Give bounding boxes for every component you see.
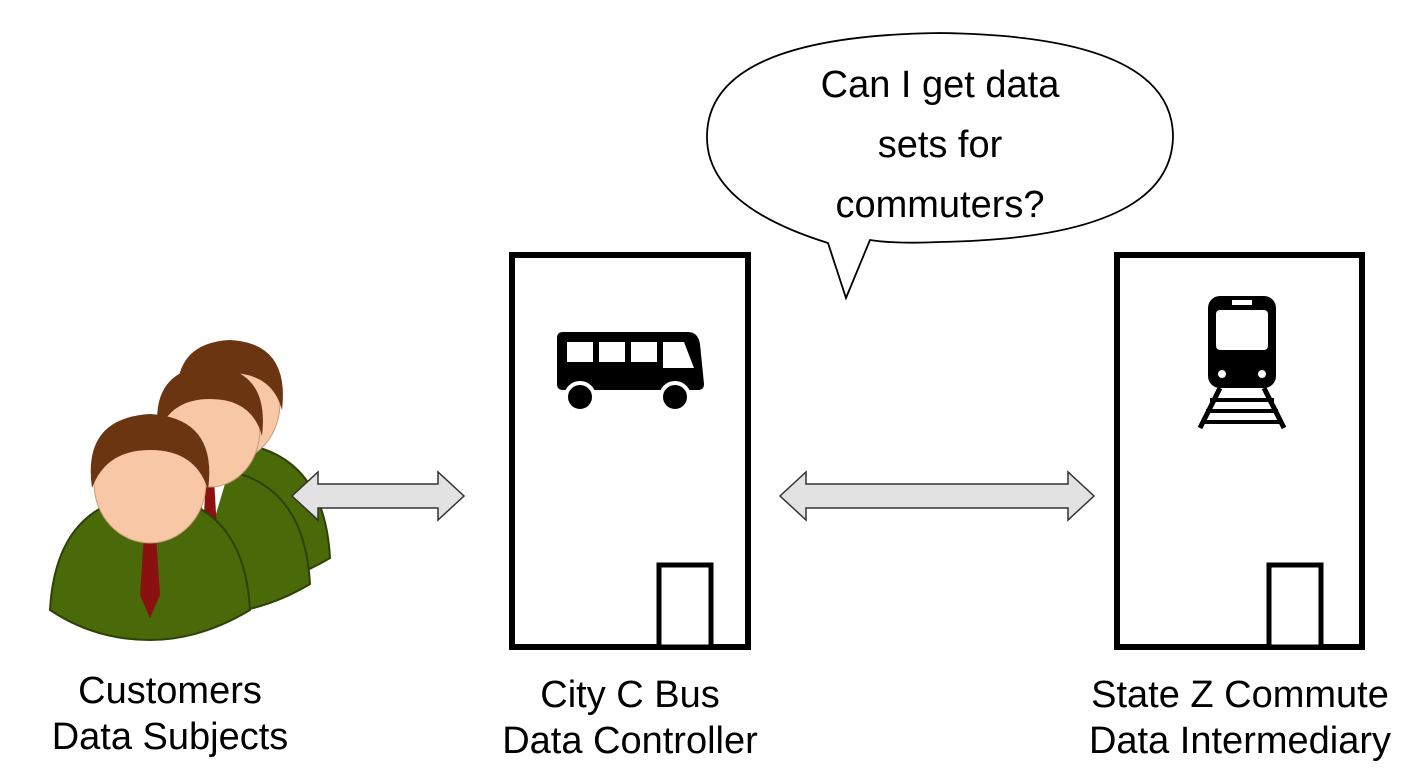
speech-line-3: commuters? — [835, 184, 1045, 226]
state-commute-name: State Z Commute — [1091, 674, 1389, 716]
city-bus-role: Data Controller — [502, 720, 758, 762]
train-icon — [1197, 296, 1287, 430]
city-bus-building — [509, 252, 751, 650]
arrow-bus-state — [778, 470, 1096, 522]
speech-bubble — [706, 32, 1174, 301]
bus-icon — [557, 332, 704, 413]
state-commute-role: Data Intermediary — [1088, 720, 1391, 762]
state-commute-label: State Z Commute Data Intermediary — [1060, 672, 1420, 764]
arrow-customers-bus — [290, 470, 466, 522]
speech-line-1: Can I get data — [820, 64, 1060, 106]
speech-bubble-text: Can I get data sets for commuters? — [750, 55, 1130, 235]
city-bus-name: City C Bus — [540, 674, 720, 716]
people-group-icon — [48, 340, 332, 642]
customers-label: Customers Data Subjects — [20, 668, 320, 760]
city-bus-label: City C Bus Data Controller — [470, 672, 790, 764]
customers-role: Data Subjects — [51, 716, 289, 758]
speech-line-2: sets for — [877, 124, 1003, 166]
customers-name: Customers — [78, 670, 262, 712]
